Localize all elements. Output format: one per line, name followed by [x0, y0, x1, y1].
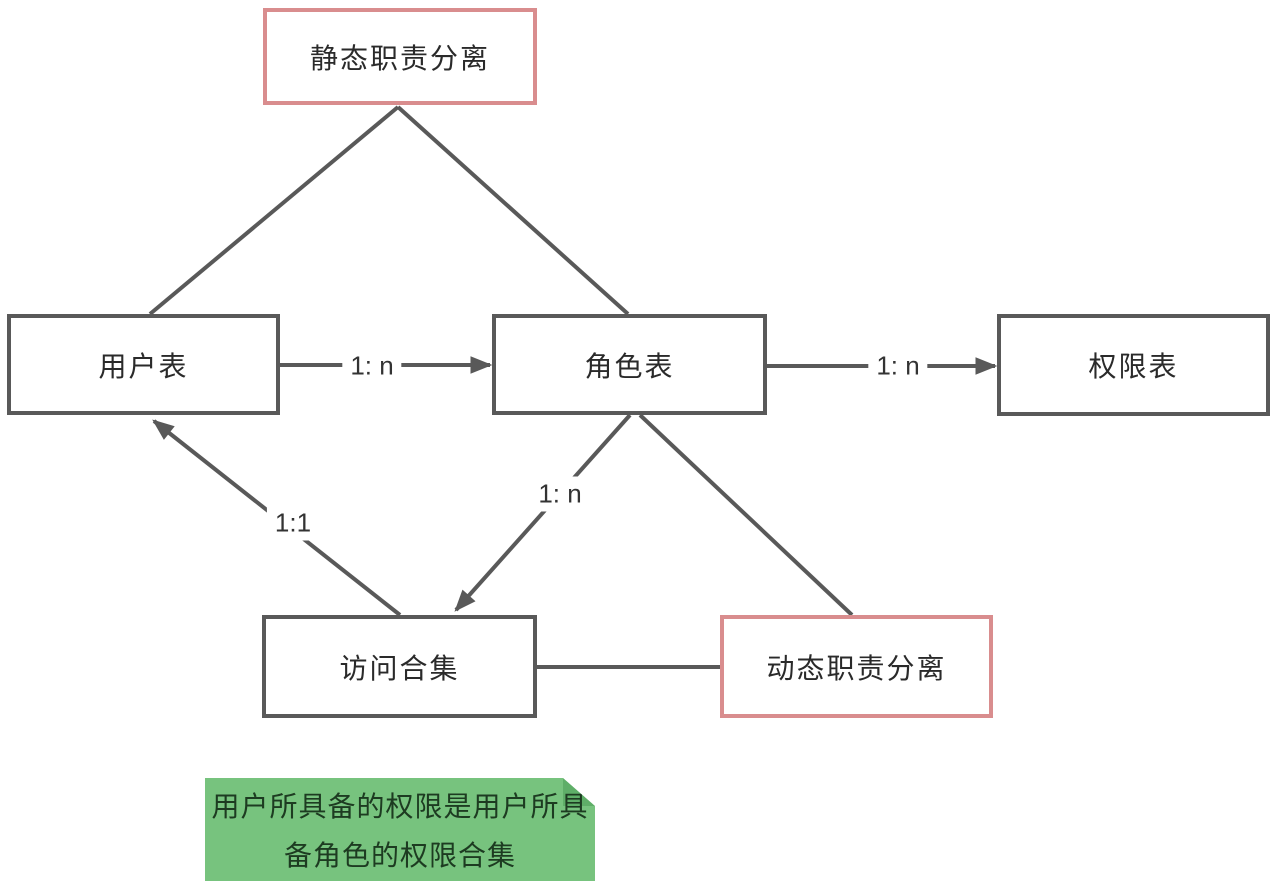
node-label: 用户表 [98, 350, 189, 382]
sticky-note: 用户所具备的权限是用户所具 备角色的权限合集 [205, 778, 595, 881]
node-dynamic-separation-of-duties: 动态职责分离 [720, 615, 993, 718]
edge-label-role-to-access: 1: n [530, 476, 590, 512]
note-text: 用户所具备的权限是用户所具 备角色的权限合集 [205, 778, 595, 881]
node-label: 动态职责分离 [766, 652, 947, 684]
node-label: 角色表 [584, 350, 675, 382]
node-access-set: 访问合集 [262, 615, 537, 718]
note-line-2: 备角色的权限合集 [283, 840, 516, 871]
node-permission-table: 权限表 [997, 314, 1270, 416]
edge-staticsod-to-roletable [396, 105, 630, 316]
node-static-separation-of-duties: 静态职责分离 [263, 8, 537, 105]
node-label: 访问合集 [339, 652, 460, 684]
node-label: 权限表 [1088, 351, 1179, 382]
edge-label-user-to-role: 1: n [342, 348, 402, 384]
node-user-table: 用户表 [7, 314, 280, 415]
edge-roletable-to-dynamicsod [638, 413, 854, 617]
node-label: 静态职责分离 [309, 42, 490, 74]
edge-label-role-to-perm: 1: n [868, 348, 928, 384]
edge-label-access-to-user: 1:1 [266, 505, 320, 541]
edge-staticsod-to-usertable [148, 105, 400, 316]
edge-roletable-to-accessset [454, 413, 632, 612]
note-line-1: 用户所具备的权限是用户所具 [211, 791, 589, 822]
node-role-table: 角色表 [492, 314, 767, 415]
